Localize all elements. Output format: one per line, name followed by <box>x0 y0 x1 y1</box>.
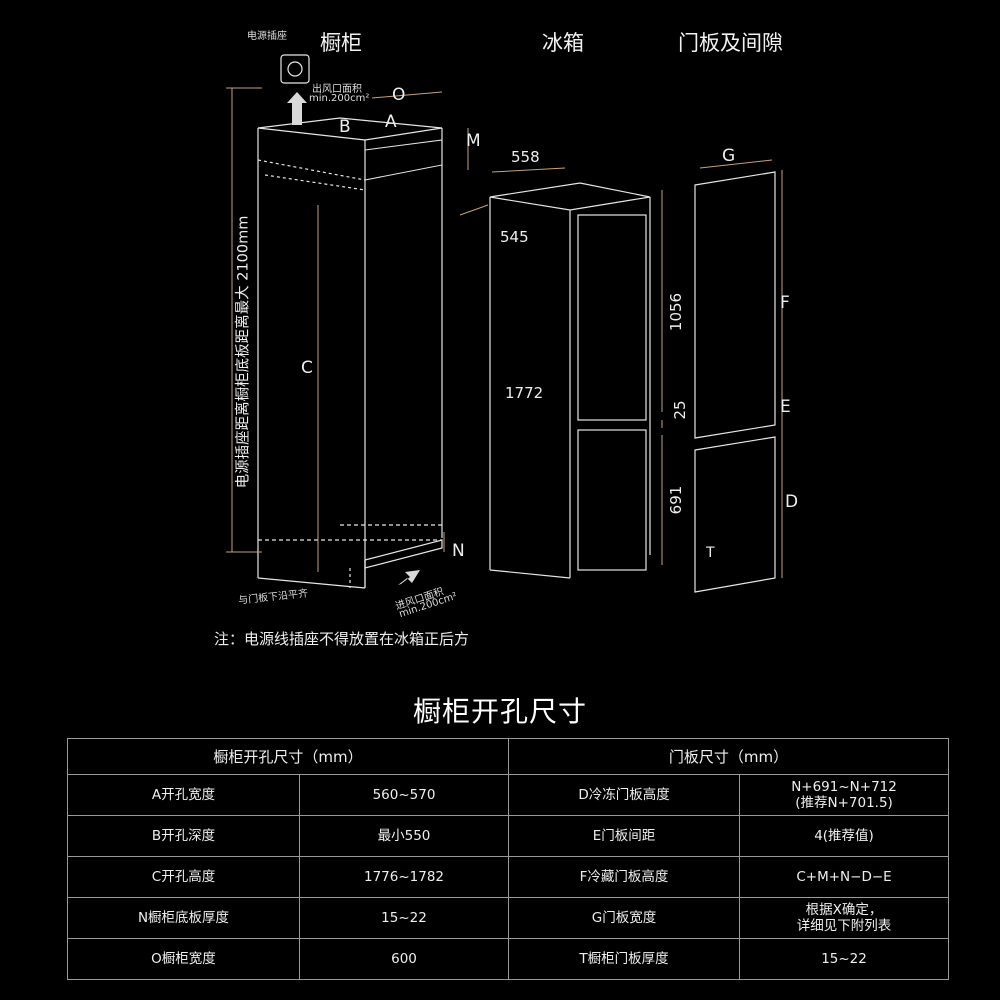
table-cell: C开孔高度 <box>67 856 300 898</box>
dim-gap-25: 25 <box>671 400 689 420</box>
door-panels-drawing <box>694 171 776 593</box>
table-cell: 600 <box>298 938 510 980</box>
dim-label-T: T <box>706 545 715 561</box>
table-header-door: 门板尺寸（mm） <box>508 738 950 775</box>
outlet-area-min: min.200cm² <box>309 93 370 104</box>
table-cell: 560~570 <box>298 774 510 816</box>
table-cell: O橱柜宽度 <box>67 938 300 980</box>
table-cell: F冷藏门板高度 <box>508 856 741 898</box>
table-row: O橱柜宽度 600 T橱柜门板厚度 15~22 <box>67 938 950 980</box>
table-cell: 4(推荐值) <box>739 815 950 857</box>
dim-label-F: F <box>780 293 790 313</box>
table-cell: 15~22 <box>739 938 950 980</box>
cabinet-drawing <box>257 117 443 589</box>
dimension-table: 橱柜开孔尺寸（mm） 门板尺寸（mm） A开孔宽度 560~570 D冷冻门板高… <box>66 738 950 980</box>
table-header-cabinet: 橱柜开孔尺寸（mm） <box>66 738 510 775</box>
outlet-area-label: 出风口面积 <box>312 84 362 95</box>
table-row: A开孔宽度 560~570 D冷冻门板高度 N+691~N+712(推荐N+70… <box>67 774 950 816</box>
dim-label-M: M <box>466 131 481 151</box>
dim-width-558: 558 <box>511 148 540 166</box>
table-cell: A开孔宽度 <box>67 774 300 816</box>
max-distance-vertical-label: 电源插座距离橱柜底板距离最大 2100mm <box>235 215 252 489</box>
table-row: C开孔高度 1776~1782 F冷藏门板高度 C+M+N−D−E <box>67 856 950 898</box>
table-cell: D冷冻门板高度 <box>508 774 741 816</box>
header-cabinet: 橱柜 <box>320 31 362 55</box>
table-cell: T橱柜门板厚度 <box>508 938 741 980</box>
table-cell: C+M+N−D−E <box>739 856 950 898</box>
inlet-arrow-icon <box>398 570 420 585</box>
table-cell: N橱柜底板厚度 <box>67 897 300 939</box>
table-cell: N+691~N+712(推荐N+701.5) <box>739 774 950 816</box>
dim-label-G: G <box>722 146 736 166</box>
dim-label-N: N <box>452 541 465 561</box>
socket-icon <box>280 54 310 84</box>
table-cell: B开孔深度 <box>67 815 300 857</box>
table-cell: 1776~1782 <box>298 856 510 898</box>
table-row: B开孔深度 最小550 E门板间距 4(推荐值) <box>67 815 950 857</box>
dim-height-1056: 1056 <box>667 292 685 332</box>
dim-label-E: E <box>780 397 791 417</box>
table-header-row: 橱柜开孔尺寸（mm） 门板尺寸（mm） <box>66 738 950 775</box>
table-row: N橱柜底板厚度 15~22 G门板宽度 根据X确定，详细见下附列表 <box>67 897 950 939</box>
dim-label-C: C <box>301 358 313 378</box>
socket-label: 电源插座 <box>247 31 287 42</box>
installation-diagram <box>226 54 783 593</box>
dim-label-B: B <box>339 117 351 137</box>
dimension-lines <box>226 87 783 578</box>
table-cell: E门板间距 <box>508 815 741 857</box>
table-cell: 根据X确定，详细见下附列表 <box>739 897 950 939</box>
dim-label-O: O <box>392 85 406 105</box>
table-cell: 15~22 <box>298 897 510 939</box>
fridge-drawing <box>489 182 651 579</box>
outlet-arrow-icon <box>287 92 307 125</box>
dim-depth-545: 545 <box>500 228 529 246</box>
table-cell: G门板宽度 <box>508 897 741 939</box>
note-text: 注：电源线插座不得放置在冰箱正后方 <box>214 630 470 648</box>
header-fridge: 冰箱 <box>542 31 584 55</box>
dim-height-691: 691 <box>667 485 685 515</box>
dim-label-D: D <box>785 492 799 512</box>
dim-label-A: A <box>385 112 397 132</box>
table-title: 橱柜开孔尺寸 <box>412 695 587 728</box>
header-door: 门板及间隙 <box>678 31 783 55</box>
dim-height-1772: 1772 <box>505 384 544 402</box>
table-cell: 最小550 <box>298 815 510 857</box>
